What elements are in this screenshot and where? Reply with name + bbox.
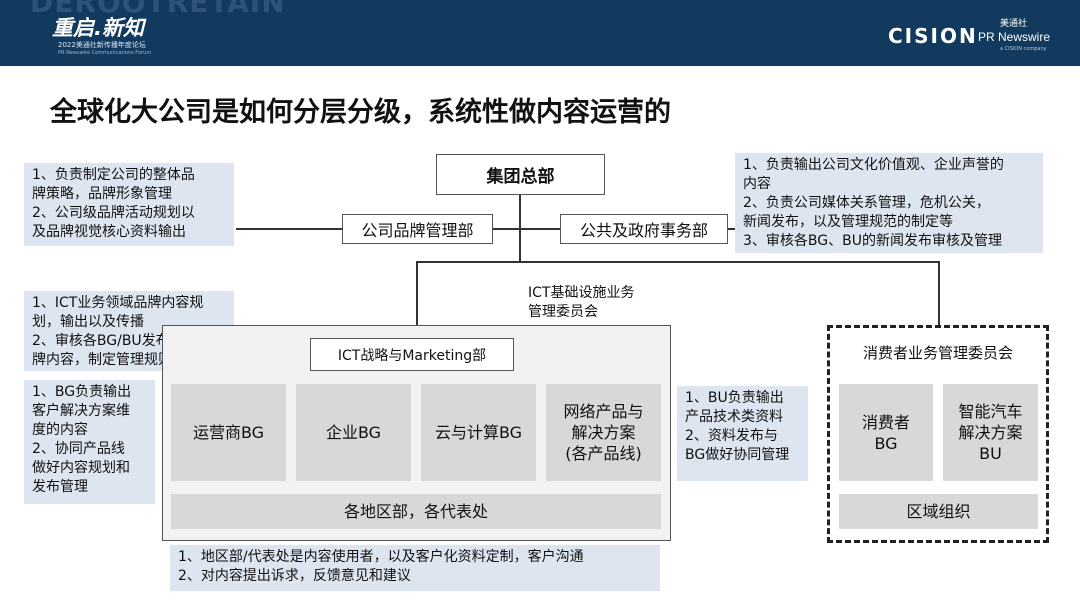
- regional-org-box: 区域组织: [839, 494, 1038, 529]
- public-affairs-note: 1、负责输出公司文化价值观、企业声誉的 内容 2、负责公司媒体关系管理，危机公关…: [735, 153, 1043, 253]
- header-banner: DEROOTRETAIN 重启.新知 2022美通社新传播年度论坛 PR New…: [0, 0, 1080, 66]
- bg-note: 1、BG负责输出 客户解决方案维 度的内容 2、协同产品线 做好内容规划和 发布…: [24, 380, 155, 504]
- cision-logo: CISION: [888, 24, 978, 48]
- brand-dept-note: 1、负责制定公司的整体品 牌策略，品牌形象管理 2、公司级品牌活动规划以 及品牌…: [24, 163, 234, 246]
- connector-ict: [416, 261, 418, 325]
- region-note: 1、地区部/代表处是内容使用者，以及客户化资料定制，客户沟通 2、对内容提出诉求…: [170, 545, 660, 591]
- connector-hq-horizontal: [236, 228, 793, 230]
- bu-note: 1、BU负责输出 产品技术类资料 2、资料发布与 BG做好协同管理: [677, 386, 808, 481]
- public-affairs-box: 公共及政府事务部: [560, 214, 728, 244]
- prnewswire-cn-logo: 美通社: [1000, 19, 1028, 29]
- auto-bu-box: 智能汽车 解决方案 BU: [943, 384, 1038, 481]
- consumer-bg-box: 消费者 BG: [839, 384, 933, 481]
- bg-cloud: 云与计算BG: [421, 384, 536, 481]
- forum-logo-title: 重启.新知: [52, 16, 144, 40]
- connector-committees: [416, 261, 940, 263]
- ict-committee-label: ICT基础设施业务 管理委员会: [528, 285, 635, 320]
- page-title: 全球化大公司是如何分层分级，系统性做内容运营的: [50, 97, 671, 128]
- hq-box: 集团总部: [436, 154, 605, 195]
- ict-marketing-box: ICT战略与Marketing部: [310, 338, 514, 371]
- prnewswire-logo: PR Newswire: [978, 30, 1051, 44]
- bg-network-products: 网络产品与 解决方案 (各产品线): [546, 384, 661, 481]
- bg-enterprise: 企业BG: [296, 384, 411, 481]
- consumer-committee-label: 消费者业务管理委员会: [862, 344, 1013, 362]
- header-watermark: DEROOTRETAIN: [30, 0, 286, 19]
- brand-dept-box: 公司品牌管理部: [342, 214, 493, 244]
- bg-carrier: 运营商BG: [171, 384, 286, 481]
- prnewswire-company: a CISION company: [1000, 46, 1047, 52]
- connector-consumer: [938, 261, 940, 325]
- forum-subtitle-en: PR Newswire Communications Forum: [58, 50, 152, 56]
- regions-box: 各地区部，各代表处: [171, 494, 661, 529]
- forum-subtitle: 2022美通社新传播年度论坛: [58, 41, 146, 49]
